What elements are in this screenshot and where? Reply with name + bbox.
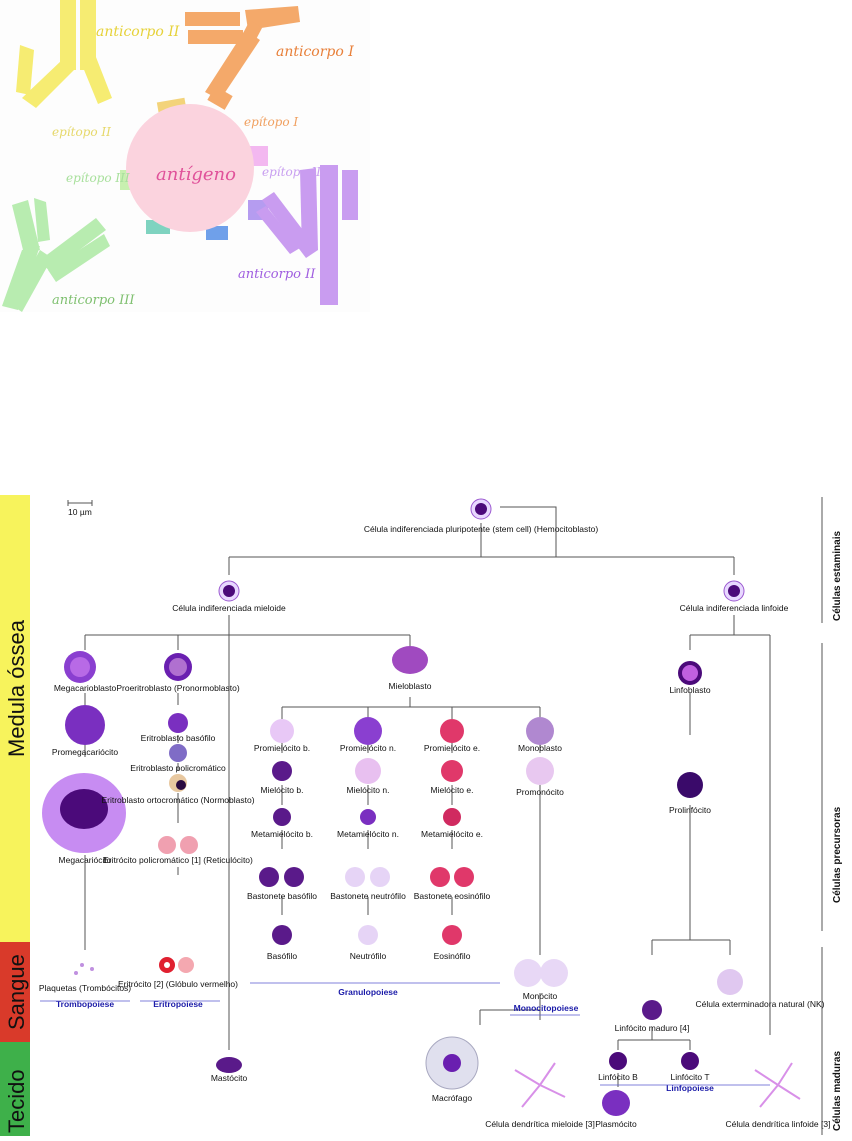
- connectors: [84, 506, 771, 1087]
- label-stem: Célula indiferenciada pluripotente (stem…: [364, 524, 599, 534]
- antibody-yellow: [16, 0, 112, 108]
- label-metamielocito-n: Metamielócito n.: [337, 829, 399, 839]
- label-mieloblasto: Mieloblasto: [389, 681, 432, 691]
- label-proeritroblasto: Proeritroblasto (Pronormoblasto): [116, 683, 239, 693]
- process-granulopoiese: Granulopoiese: [338, 987, 398, 997]
- label-anticorpo-i: anticorpo I: [276, 44, 354, 60]
- label-eritrocito: Eritrócito [2] (Glóbulo vermelho): [118, 979, 238, 989]
- scale-label: 10 µm: [68, 507, 92, 517]
- antibody-orange: [185, 6, 300, 110]
- label-promonocito: Promonócito: [516, 787, 564, 797]
- label-eosinofilo: Eosinófilo: [434, 951, 471, 961]
- band-label-tecido: Tecido: [4, 1069, 29, 1133]
- label-metamielocito-e: Metamielócito e.: [421, 829, 483, 839]
- hematopoiesis-diagram: Medula óssea Sangue Tecido Células estam…: [0, 495, 852, 1136]
- label-epitopo-iii: epítopo III: [66, 171, 130, 185]
- label-bastonete-neutrofilo: Bastonete neutrófilo: [330, 891, 406, 901]
- band-tecido: [0, 1042, 30, 1136]
- label-megacariocito: Megacariócito: [59, 855, 112, 865]
- label-anticorpo-ii-yellow: anticorpo II: [96, 24, 180, 40]
- label-anticorpo-iii: anticorpo III: [52, 293, 135, 308]
- label-prolinfocito: Prolinfócito: [669, 805, 711, 815]
- cell-illustrations: [42, 498, 801, 1116]
- label-celulas-maduras: Células maduras: [832, 1051, 843, 1131]
- label-bastonete-basofilo: Bastonete basófilo: [247, 891, 317, 901]
- label-celulas-precursoras: Células precursoras: [832, 806, 843, 903]
- label-macrofago: Macrófago: [432, 1093, 472, 1103]
- label-promielocito-e: Promielócito e.: [424, 743, 480, 753]
- label-epitopo-i: epítopo I: [244, 115, 298, 129]
- label-mastocito: Mastócito: [211, 1073, 248, 1083]
- label-megacarioblasto: Megacarioblasto: [54, 683, 117, 693]
- process-eritropoiese: Eritropoiese: [153, 999, 203, 1009]
- label-promegacariocito: Promegacariócito: [52, 747, 118, 757]
- label-lymphoid: Célula indiferenciada linfoide: [680, 603, 789, 613]
- label-eritroblasto-policromatico: Eritroblasto policromático: [130, 763, 226, 773]
- label-promielocito-b: Promielócito b.: [254, 743, 310, 753]
- label-plasmocito: Plasmócito: [595, 1119, 637, 1129]
- label-monocito: Monócito: [523, 991, 558, 1001]
- label-dendritica-linfoide: Célula dendrítica linfoide [3]: [726, 1119, 831, 1129]
- label-eritroblasto-ortocromatico: Eritroblasto ortocromático (Normoblasto): [101, 795, 254, 805]
- antigen-label: antígeno: [156, 164, 236, 185]
- antibody-green: [2, 198, 110, 312]
- band-medula-ossea: [0, 495, 30, 942]
- process-linfopoiese: Linfopoiese: [666, 1083, 714, 1093]
- process-monocitopoiese: Monocitopoiese: [514, 1003, 579, 1013]
- label-celulas-estaminais: Células estaminais: [832, 531, 843, 621]
- band-label-sangue: Sangue: [4, 954, 29, 1030]
- label-mielocito-e: Mielócito e.: [431, 785, 474, 795]
- label-monoblasto: Monoblasto: [518, 743, 562, 753]
- label-basofilo: Basófilo: [267, 951, 298, 961]
- band-label-medula: Medula óssea: [4, 619, 29, 757]
- label-linfocito-maduro: Linfócito maduro [4]: [615, 1023, 690, 1033]
- label-mielocito-b: Mielócito b.: [261, 785, 304, 795]
- label-metamielocito-b: Metamielócito b.: [251, 829, 313, 839]
- band-sangue: [0, 942, 30, 1042]
- label-linfoblasto: Linfoblasto: [669, 685, 710, 695]
- label-anticorpo-ii-purple: anticorpo II: [238, 267, 316, 282]
- label-epitopo-ii-yellow: epítopo II: [52, 125, 111, 139]
- label-mielocito-n: Mielócito n.: [347, 785, 390, 795]
- label-dendritica-mieloide: Célula dendrítica mieloide [3]: [485, 1119, 595, 1129]
- label-eritroblasto-basofilo: Eritroblasto basófilo: [141, 733, 216, 743]
- label-promielocito-n: Promielócito n.: [340, 743, 396, 753]
- label-neutrofilo: Neutrófilo: [350, 951, 387, 961]
- antigen-antibody-figure: anticorpo II anticorpo I antígeno epítop…: [0, 0, 370, 312]
- label-nk: Célula exterminadora natural (NK): [696, 999, 825, 1009]
- label-bastonete-eosinofilo: Bastonete eosinófilo: [414, 891, 491, 901]
- antigen: antígeno: [120, 97, 268, 240]
- label-myeloid: Célula indiferenciada mieloide: [172, 603, 286, 613]
- label-linfocito-t: Linfócito T: [670, 1072, 709, 1082]
- label-eritrocito-policromatico: Eritrócito policromático [1] (Reticulóci…: [103, 855, 253, 865]
- antibody-purple: [256, 165, 358, 305]
- label-linfocito-b: Linfócito B: [598, 1072, 638, 1082]
- process-trombopoiese: Trombopoiese: [56, 999, 114, 1009]
- label-plaquetas: Plaquetas (Trombócitos): [39, 983, 131, 993]
